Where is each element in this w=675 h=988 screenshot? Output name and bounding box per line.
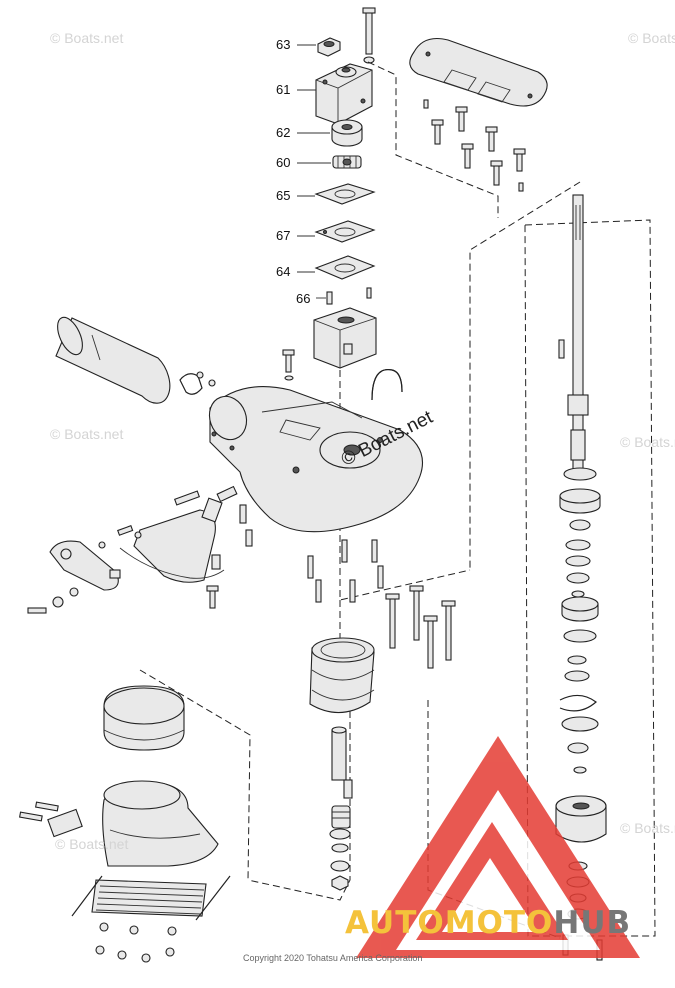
automotohub-brand: AUTOMOTOHUB (345, 905, 631, 941)
intake-bracket (49, 497, 225, 591)
u-bolt (179, 371, 216, 395)
part-63-cap (317, 37, 341, 57)
watermark-boats-4: © Boats.net (620, 434, 675, 450)
top-cover-plate (409, 37, 548, 107)
part-65-gasket (314, 183, 376, 205)
callout-62: 62 (276, 125, 291, 140)
left-fasteners (27, 485, 253, 614)
leader-line-f (139, 669, 251, 881)
brand-part-2: HUB (553, 905, 632, 941)
exhaust-tube (55, 316, 171, 404)
part-67-plate (314, 220, 376, 243)
callout-66: 66 (296, 291, 311, 306)
callout-63: 63 (276, 37, 291, 52)
part-64-gasket (314, 255, 376, 280)
nozzle-assembly (102, 685, 219, 867)
water-hose (371, 368, 403, 401)
leader-line-a (367, 61, 499, 218)
intake-grate (71, 875, 231, 921)
watermark-boats-2: © Boats.net (628, 30, 675, 46)
bolt-hose (282, 349, 295, 381)
driveshaft-box (524, 219, 656, 937)
watermark-boats-5: © Boats.net (55, 836, 129, 852)
part-66-pin (326, 291, 333, 305)
callout-65: 65 (276, 188, 291, 203)
callout-64: 64 (276, 264, 291, 279)
driveshaft (558, 194, 589, 476)
watermark-boats-1: © Boats.net (50, 30, 124, 46)
watermark-boats-3: © Boats.net (50, 426, 124, 442)
impeller-housing (309, 637, 375, 714)
part-60-impeller (332, 155, 362, 169)
jet-pump-housing (208, 386, 424, 533)
copyright-text: Copyright 2020 Tohatsu America Corporati… (243, 953, 423, 963)
part-61-pump-housing (315, 63, 373, 125)
grate-nuts (95, 922, 177, 963)
callout-67: 67 (276, 228, 291, 243)
long-bolt-top (362, 7, 376, 64)
watermark-boats-6: © Boats.net (620, 820, 675, 836)
part-62-liner (331, 119, 363, 147)
callout-60: 60 (276, 155, 291, 170)
top-bolts (423, 99, 526, 192)
driveshaft-bearings (559, 467, 601, 774)
leader-line-b (469, 181, 581, 570)
callout-61: 61 (276, 82, 291, 97)
brand-part-1: AUTOMOTO (345, 905, 554, 941)
stud-bolts (307, 539, 456, 669)
pump-case (313, 307, 377, 369)
center-sleeve (329, 726, 353, 891)
automotohub-logo-icon (356, 736, 640, 958)
side-bolts (19, 801, 83, 838)
